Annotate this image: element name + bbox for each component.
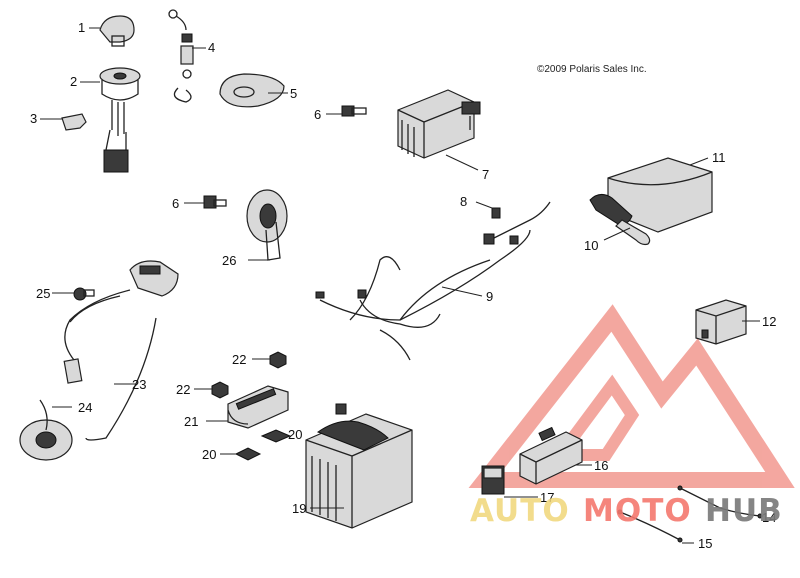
callout-14: 14 — [762, 510, 776, 525]
callout-12: 12 — [762, 314, 776, 329]
battery-bracket-part — [206, 385, 289, 429]
callout-25: 25 — [36, 286, 50, 301]
nut-part-upper — [252, 351, 287, 369]
callout-7: 7 — [482, 167, 489, 182]
callout-6-top: 6 — [314, 107, 321, 122]
callout-1: 1 — [78, 20, 85, 35]
callout-20-right: 20 — [288, 427, 302, 442]
cable-part-long — [677, 485, 763, 519]
wire-part — [85, 317, 157, 441]
relay-part — [695, 299, 760, 345]
cover-part — [219, 73, 288, 108]
cable-part-short — [617, 509, 694, 544]
horn-part — [246, 189, 288, 261]
ignition-coil-part — [19, 260, 179, 461]
callout-2: 2 — [70, 74, 77, 89]
watermark-hub-text: HUB — [705, 493, 783, 529]
callout-9: 9 — [486, 289, 493, 304]
callout-4: 4 — [208, 40, 215, 55]
bolt-part-middle — [184, 195, 227, 209]
watermark-logo-icon — [468, 304, 795, 488]
callout-20-left: 20 — [202, 447, 216, 462]
fuse-holder-part — [481, 465, 538, 498]
indicator-lamp-part — [168, 9, 206, 103]
ignition-key-part — [89, 15, 135, 47]
pad-part-left — [220, 447, 262, 461]
copyright-notice: ©2009 Polaris Sales Inc. — [537, 64, 647, 75]
callout-21: 21 — [184, 414, 198, 429]
nut-part-lower — [194, 381, 229, 399]
ignition-switch-part — [80, 67, 141, 173]
callout-11: 11 — [712, 150, 726, 165]
callout-3: 3 — [30, 111, 37, 126]
watermark-moto-text: MOTO — [583, 493, 692, 529]
callout-22-upper: 22 — [232, 352, 246, 367]
pad-part-right — [260, 429, 292, 443]
screw-part — [52, 287, 95, 301]
watermark-auto-text: AUTO — [470, 493, 570, 529]
callout-22-lower: 22 — [176, 382, 190, 397]
callout-6-middle: 6 — [172, 196, 179, 211]
callout-26: 26 — [222, 253, 236, 268]
callout-8: 8 — [460, 194, 467, 209]
battery-part — [305, 403, 413, 529]
callout-24: 24 — [78, 400, 92, 415]
regulator-part — [397, 89, 481, 171]
bolt-part-top — [326, 105, 367, 117]
clip-part — [40, 113, 87, 131]
callout-19: 19 — [292, 501, 306, 516]
small-bolt-part — [475, 201, 501, 219]
callout-15: 15 — [698, 536, 712, 551]
connector-box-part — [519, 426, 592, 485]
callout-5: 5 — [290, 86, 297, 101]
callout-17: 17 — [540, 490, 554, 505]
callout-10: 10 — [584, 238, 598, 253]
tool-part — [589, 194, 651, 246]
callout-23: 23 — [132, 377, 146, 392]
wiring-harness-part — [315, 201, 551, 361]
callout-16: 16 — [594, 458, 608, 473]
